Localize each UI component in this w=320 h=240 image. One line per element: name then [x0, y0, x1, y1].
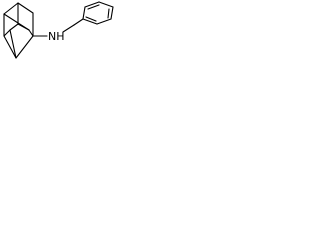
double-bond-inner [87, 4, 100, 10]
bond [9, 29, 17, 59]
double-bond-inner [85, 16, 97, 22]
bond [9, 23, 19, 31]
molecule-structure: NH [3, 1, 114, 59]
bond [3, 35, 17, 59]
adamantyl-group [3, 2, 34, 59]
bond [3, 13, 30, 31]
bond [28, 29, 34, 37]
bond [3, 29, 11, 37]
bond [82, 18, 98, 25]
bond [3, 2, 19, 15]
double-bond-inner [107, 8, 110, 19]
bond-n-ch2 [62, 24, 75, 33]
bond [96, 18, 112, 25]
bond [17, 2, 34, 14]
bond [15, 35, 34, 59]
amine-label: NH [48, 30, 65, 43]
bond-ch2-phenyl [73, 18, 84, 26]
phenyl-ring [82, 1, 114, 25]
bond [82, 6, 86, 20]
bond [84, 1, 100, 8]
bond [98, 1, 114, 8]
bond [110, 6, 114, 20]
